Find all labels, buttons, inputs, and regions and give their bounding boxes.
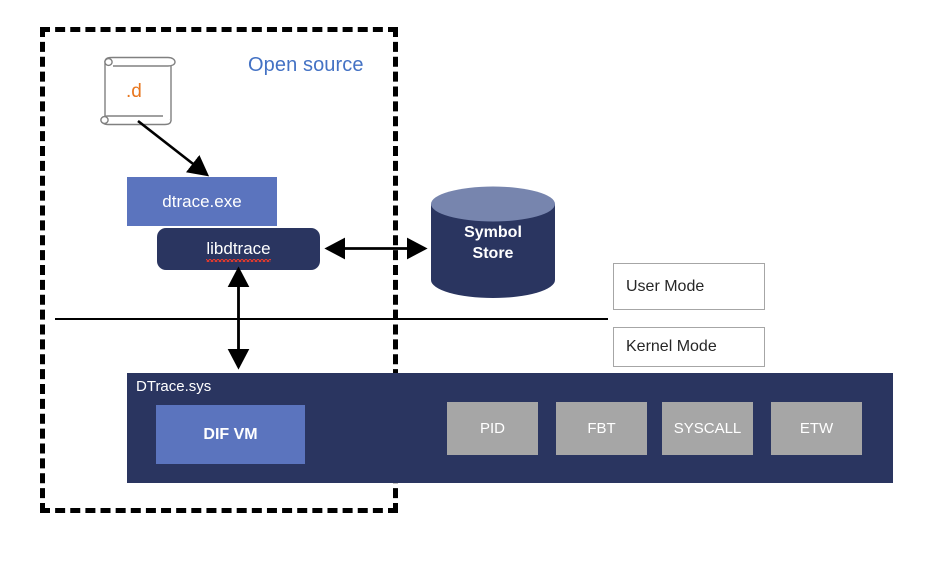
- script-file-label: .d: [126, 81, 142, 102]
- dif-vm-box: DIF VM: [156, 405, 305, 464]
- provider-label-syscall: SYSCALL: [673, 420, 742, 437]
- scroll-document-icon: .d: [96, 54, 180, 128]
- libdtrace-dtracesys-arrow: [227, 266, 250, 370]
- kernel-mode-label-box: Kernel Mode: [613, 327, 765, 367]
- script-to-dtrace-arrow: [137, 119, 210, 177]
- user-mode-label: User Mode: [626, 277, 705, 295]
- provider-box-etw: ETW: [771, 402, 862, 455]
- user-mode-label-box: User Mode: [613, 263, 765, 310]
- libdtrace-label: libdtrace: [206, 238, 271, 262]
- provider-label-pid: PID: [479, 420, 505, 437]
- user-kernel-divider: [55, 318, 608, 320]
- kernel-mode-label: Kernel Mode: [626, 338, 717, 355]
- libdtrace-symbolstore-arrow: [324, 237, 428, 260]
- symbol-store-cylinder: Symbol Store: [430, 186, 556, 298]
- dif-vm-label: DIF VM: [203, 425, 258, 443]
- dtrace-exe-label: dtrace.exe: [162, 191, 242, 211]
- provider-box-fbt: FBT: [556, 402, 647, 455]
- dtrace-sys-label: DTrace.sys: [136, 378, 212, 395]
- provider-box-syscall: SYSCALL: [662, 402, 753, 455]
- open-source-boundary: [40, 27, 398, 513]
- open-source-label: Open source: [248, 54, 364, 76]
- provider-label-etw: ETW: [799, 420, 834, 437]
- scroll-shape: [100, 56, 176, 126]
- dtrace-exe-box: dtrace.exe: [127, 177, 277, 226]
- cylinder-shape: [431, 186, 555, 298]
- libdtrace-box: libdtrace: [157, 228, 320, 270]
- provider-label-fbt: FBT: [587, 420, 616, 437]
- provider-box-pid: PID: [447, 402, 538, 455]
